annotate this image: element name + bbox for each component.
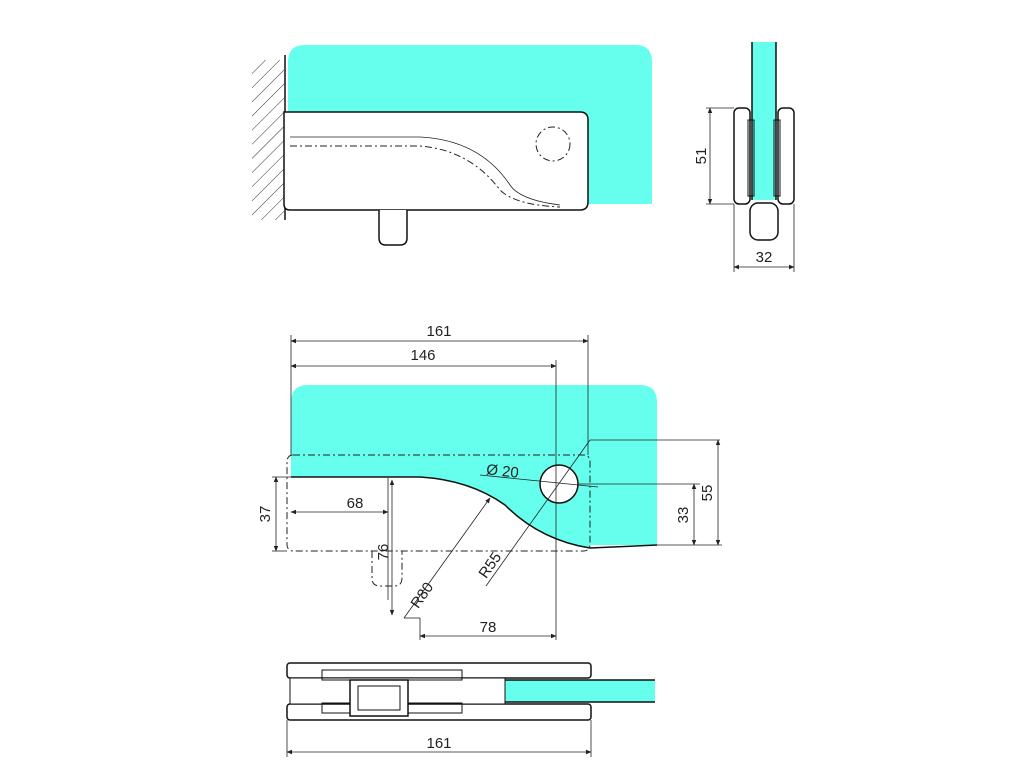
glass-notch-fill — [291, 477, 590, 548]
overall-height-label: 55 — [699, 485, 716, 502]
hole-top — [535, 126, 571, 162]
body-height-label: 37 — [257, 506, 274, 523]
glass-panel-bottom — [505, 680, 655, 702]
glass-cut-curve — [291, 476, 658, 549]
front-hole-center-label: 146 — [410, 347, 435, 364]
hole-diameter-label: Ø 20 — [485, 461, 519, 481]
glass-panel-side — [752, 42, 776, 200]
clamp-side-left — [733, 107, 751, 205]
clamp-body-outline — [286, 454, 591, 552]
curve-line-top-1 — [290, 136, 561, 206]
clamp-plate-bottom — [286, 703, 592, 721]
edge-depth-label: 68 — [347, 495, 364, 512]
front-view: 161 146 Ø 20 68 37 76 R80 R55 78 33 55 — [257, 323, 722, 640]
side-view: 51 32 — [693, 42, 795, 272]
clamp-body-top — [283, 111, 589, 211]
pin-bottom — [349, 679, 409, 717]
front-length-label: 161 — [426, 323, 451, 340]
pin-front — [371, 551, 403, 587]
clamp-side-right — [777, 107, 795, 205]
bottom-length-label: 161 — [426, 735, 451, 752]
radius-center-offset-label: 78 — [480, 619, 497, 636]
top-view — [252, 45, 652, 246]
wall-hatch — [252, 60, 284, 220]
bottom-view: 161 — [286, 662, 655, 757]
curve-line-top-2 — [290, 145, 561, 208]
glass-panel-front — [291, 385, 657, 545]
side-width-label: 32 — [756, 249, 773, 266]
pin-side — [749, 202, 779, 241]
pin-top — [378, 210, 408, 246]
pin-offset-label: 76 — [375, 544, 392, 561]
side-height-label: 51 — [693, 148, 710, 165]
hole-height-label: 33 — [675, 507, 692, 524]
